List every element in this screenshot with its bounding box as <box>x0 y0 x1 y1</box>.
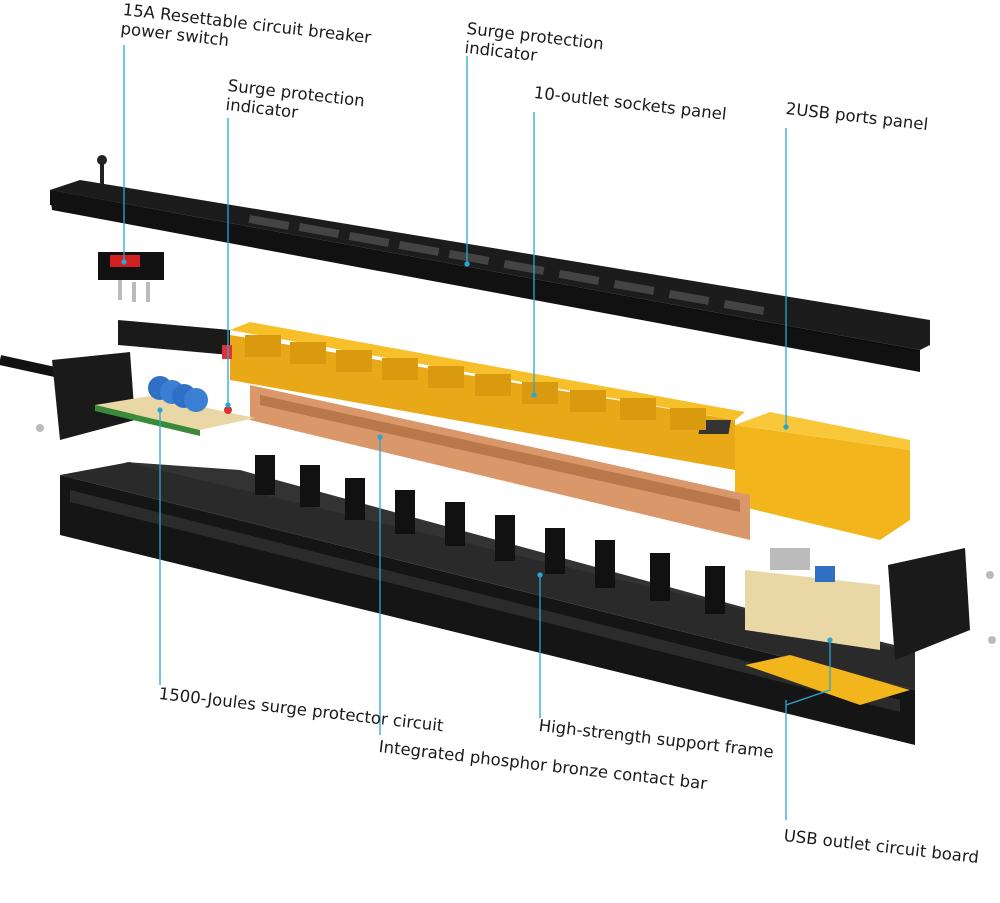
left-end-cap <box>0 352 135 440</box>
support-frame-channel <box>60 462 915 745</box>
usb-tray <box>745 655 910 705</box>
outlet-cutouts <box>245 335 706 430</box>
indicator-bracket <box>118 320 230 355</box>
bronze-contact-bar <box>250 385 750 540</box>
usb-circuit-board <box>745 548 880 650</box>
top-bar-outlet-slots <box>248 215 765 315</box>
support-frame-posts <box>255 455 725 614</box>
leader-lines <box>121 45 833 820</box>
surge-protector-pcb <box>95 376 255 436</box>
indicator-led <box>222 345 232 359</box>
power-switch <box>98 252 164 302</box>
right-end-cap <box>888 548 996 660</box>
